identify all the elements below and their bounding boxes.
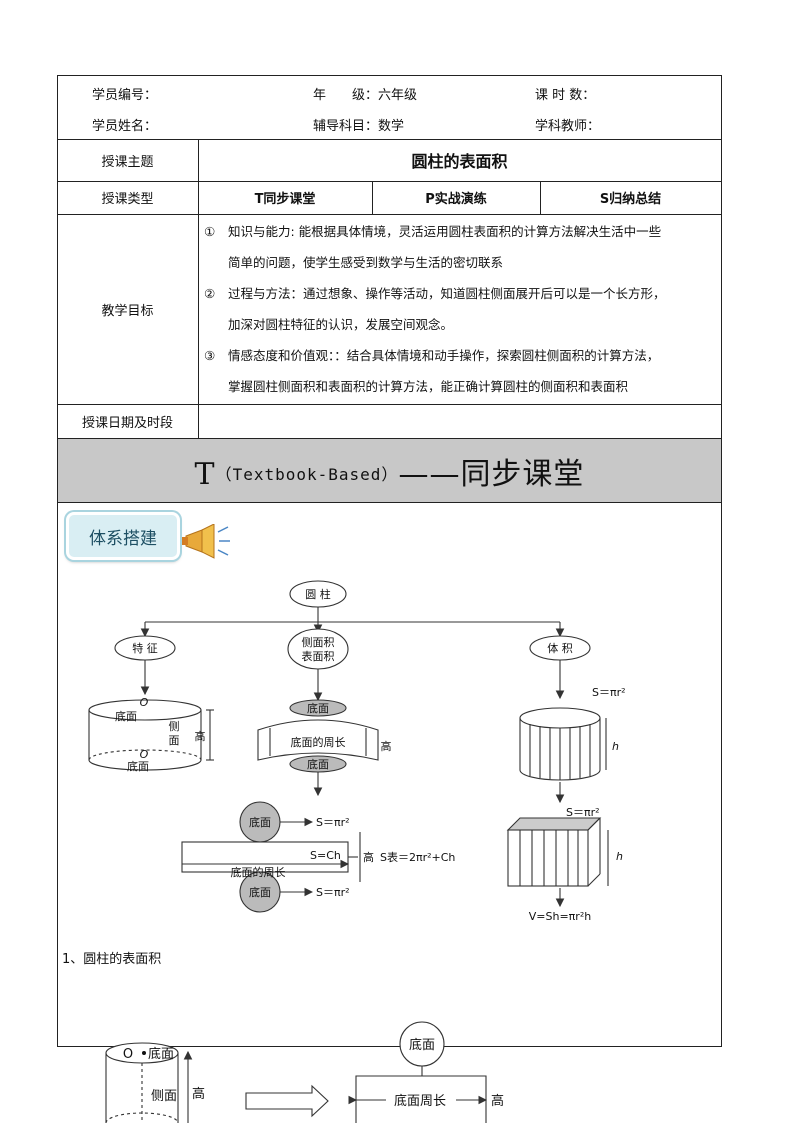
row-divider (57, 404, 722, 405)
banner-prefix: T (194, 456, 216, 492)
goal-text: 简单的问题，使学生感受到数学与生活的密切联系 (228, 255, 504, 270)
row-divider (57, 438, 722, 439)
goal-text: 过程与方法：通过想象、操作等活动，知道圆柱侧面展开后可以是一个长方形， (228, 286, 666, 301)
diagram-feature: 特 征 (132, 641, 158, 655)
diagram-side2: 面 (169, 734, 180, 747)
diagram-s-pir2-volume: S＝πr² (592, 686, 626, 699)
item1-title: 1、圆柱的表面积 (62, 952, 162, 967)
diagram-s-ch: S=Ch (310, 849, 341, 862)
megaphone-icon (182, 524, 230, 559)
banner-paren: （Textbook-Based） (215, 464, 399, 484)
diagram-height-left: 高 (195, 729, 206, 743)
goal-text: 掌握圆柱侧面积和表面积的计算方法，能正确计算圆柱的侧面积和表面积 (228, 379, 629, 394)
diagram-s-pir2-prism: S＝πr² (566, 806, 600, 819)
goal-item: ① 知识与能力: 能根据具体情境，灵活运用圆柱表面积的计算方法解决生活中一些简单… (204, 216, 718, 278)
bottom-height: 高 (192, 1086, 205, 1102)
unfold-diagram: O 底面 侧面 高 底面 底面周长 高 (105, 1021, 504, 1123)
row-divider (57, 139, 722, 140)
type-label: 授课类型 (101, 192, 154, 207)
goal-text: 情感态度和价值观：：结合具体情境和动手操作，探索圆柱侧面积的计算方法， (228, 348, 660, 363)
diagram-net-perimeter: 底面的周长 (231, 865, 286, 879)
diagram-o-bottom: O (140, 748, 149, 761)
bottom-base: 底面 (148, 1046, 174, 1062)
grade-field: 年 级：六年级 (313, 84, 417, 103)
goal-text: 知识与能力: 能根据具体情境，灵活运用圆柱表面积的计算方法解决生活中一些 (228, 224, 662, 239)
diagram-s-pir2-bottom: S＝πr² (316, 886, 350, 899)
label-column-divider (198, 139, 199, 438)
diagram-surface: 表面积 (302, 649, 335, 663)
table-border-top (57, 75, 722, 76)
row-divider (57, 502, 722, 503)
type-t: T同步课堂 (254, 192, 316, 207)
bottom-o: O (123, 1047, 133, 1062)
row-divider (57, 214, 722, 215)
goals-label: 教学目标 (101, 303, 154, 319)
table-border-left (57, 75, 58, 1046)
diagram-base-bottom: 底面 (127, 759, 149, 773)
bottom-base-circle: 底面 (409, 1037, 435, 1053)
grade-value: 六年级 (378, 88, 418, 103)
diagram-base-lower: 底面 (307, 757, 329, 771)
goal-number: ② (204, 286, 216, 301)
diagram-o-top: O (140, 696, 149, 709)
bottom-base-perimeter: 底面周长 (394, 1093, 446, 1109)
diagram-s-total: S表＝2πr²+Ch (380, 850, 455, 864)
diagram-base-upper: 底面 (307, 701, 329, 715)
banner-suffix: ——同步课堂 (398, 456, 585, 492)
goal-number: ③ (204, 348, 216, 363)
student-name-label: 学员姓名： (92, 119, 158, 134)
type-divider-1 (372, 181, 373, 214)
diagram-net-base-bottom: 底面 (249, 885, 271, 899)
topic-value: 圆柱的表面积 (411, 152, 508, 171)
student-no-label: 学员编号： (92, 88, 158, 103)
type-s: S归纳总结 (599, 192, 662, 207)
table-border-right (721, 75, 722, 1046)
bottom-height2: 高 (491, 1093, 504, 1109)
diagram-h-cylinder: h (612, 740, 619, 753)
goals-list: ① 知识与能力: 能根据具体情境，灵活运用圆柱表面积的计算方法解决生活中一些简单… (204, 216, 718, 402)
diagram-volume: 体 积 (547, 641, 573, 655)
bottom-side: 侧面 (151, 1089, 177, 1104)
subject-label: 辅导科目： (313, 119, 379, 134)
banner-title: T（Textbook-Based）——同步课堂 (195, 449, 585, 493)
diagram-net-base-top: 底面 (249, 815, 271, 829)
goal-number: ① (204, 224, 216, 239)
diagram-v-formula: V=Sh=πr²h (529, 910, 591, 923)
diagram-base-perimeter: 底面的周长 (291, 735, 346, 749)
subject-value: 数学 (378, 119, 405, 134)
section-tag: 体系搭建 (66, 512, 180, 560)
table-border-bottom (57, 1046, 722, 1047)
diagram-height-mid: 高 (381, 739, 392, 753)
diagram-side: 侧 (169, 720, 180, 733)
diagram-cylinder: 圆 柱 (305, 587, 331, 601)
topic-label: 授课主题 (101, 154, 154, 170)
section-tag-label: 体系搭建 (89, 528, 157, 549)
class-hours-label: 课 时 数： (535, 88, 596, 103)
teacher-label: 学科教师： (535, 119, 601, 134)
diagram-h-prism: h (616, 850, 623, 863)
section-banner: T（Textbook-Based）——同步课堂 (58, 439, 721, 502)
goal-item: ② 过程与方法：通过想象、操作等活动，知道圆柱侧面展开后可以是一个长方形， 加深对… (204, 278, 718, 340)
diagram-s-pir2-top: S＝πr² (316, 816, 350, 829)
date-label: 授课日期及时段 (81, 415, 173, 431)
diagram-lateral: 侧面积 (302, 636, 335, 649)
row-divider (57, 181, 722, 182)
type-p: P实战演练 (425, 192, 487, 207)
diagram-base-top: 底面 (115, 709, 137, 723)
concept-diagram: 圆 柱 特 征 侧面积 表面积 体 积 O 底面 侧 面 高 O 底面 底面 底… (88, 580, 626, 923)
goal-text: 加深对圆柱特征的认识，发展空间观念。 (228, 317, 454, 332)
goal-item: ③ 情感态度和价值观：：结合具体情境和动手操作，探索圆柱侧面积的计算方法， 掌握圆… (204, 340, 718, 402)
grade-label: 年 级： (313, 88, 379, 103)
type-divider-2 (540, 181, 541, 214)
diagram-height-net: 高 (363, 850, 374, 864)
subject-field: 辅导科目：数学 (313, 115, 404, 134)
